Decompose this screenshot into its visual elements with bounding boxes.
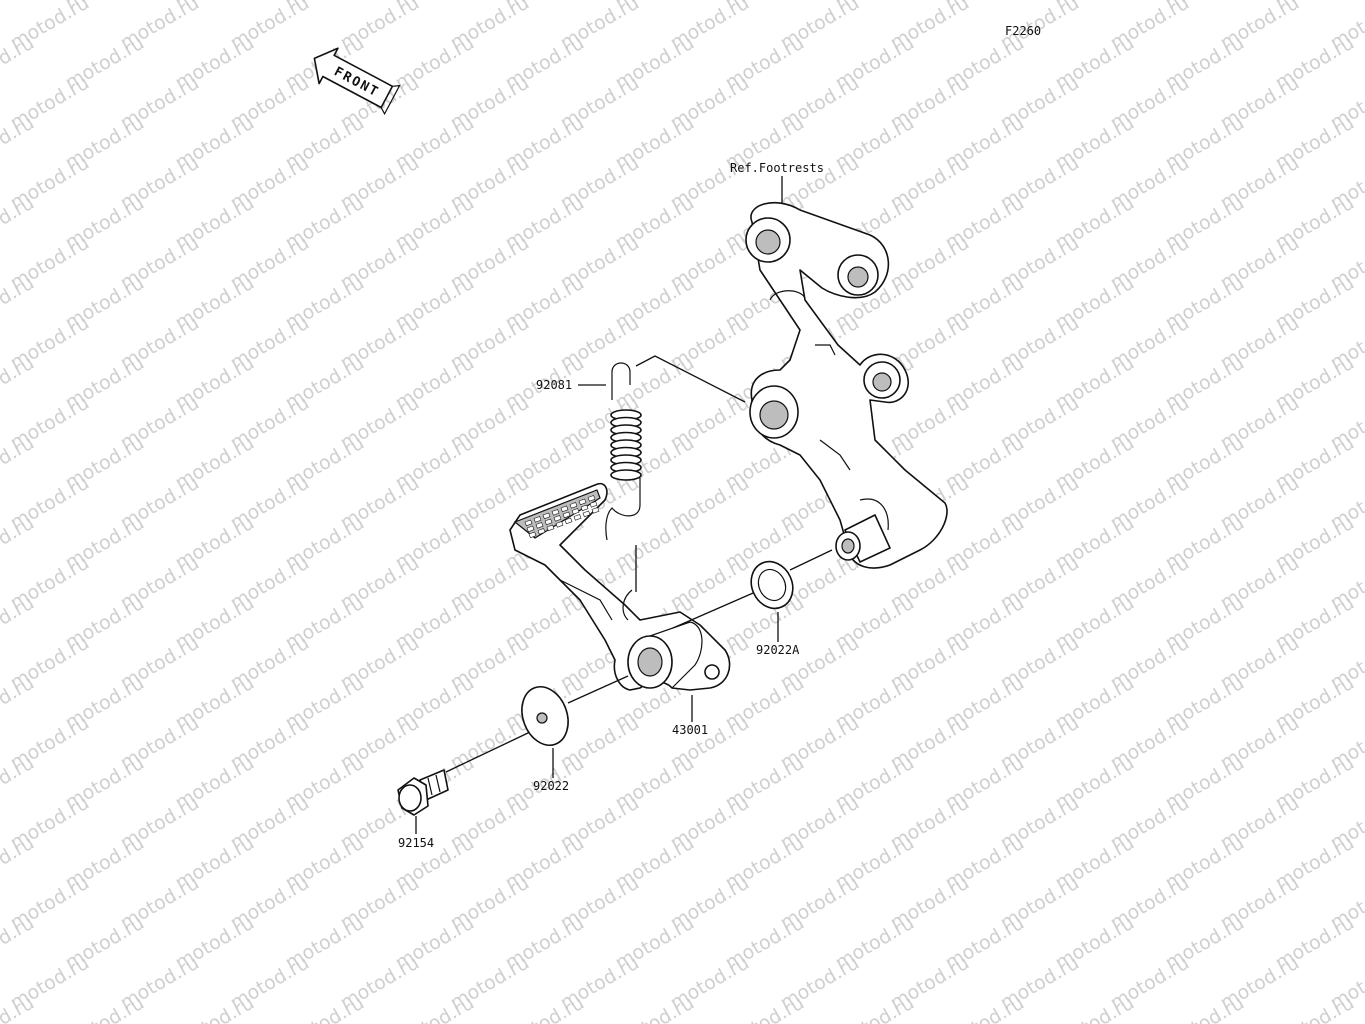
watermark-text: motod.ru (0, 272, 38, 335)
watermark-text: motod.ru (172, 992, 258, 1024)
watermark-text: motod.ru (392, 992, 478, 1024)
watermark-text: motod.ru (282, 992, 368, 1024)
watermark-text: motod.ru (0, 592, 38, 655)
brake-pedal-43001 (509, 482, 731, 691)
front-arrow-icon: FRONT (313, 47, 401, 116)
part-label-92022: 92022 (533, 779, 569, 793)
watermark-text: motod.ru (0, 432, 38, 495)
watermark-text: motod.ru (832, 992, 918, 1024)
watermark-text: motod.ru (612, 992, 698, 1024)
watermark-text: motod.ru (0, 0, 38, 14)
watermark-text: motod.ru (0, 32, 38, 95)
bolt-92154 (397, 769, 449, 816)
washer-92022A (750, 560, 794, 610)
ref-footrests-label: Ref.Footrests (730, 161, 824, 175)
watermark-text: motod.ru (0, 352, 38, 415)
watermark-text: motod.ru (1052, 992, 1138, 1024)
part-label-43001: 43001 (672, 723, 708, 737)
watermark-text: motod.ru (0, 112, 38, 175)
watermark-text: motod.ru (0, 752, 38, 815)
washer-92022 (521, 686, 569, 746)
watermark-text: motod.ru (0, 192, 38, 255)
watermark-text: motod.ru (0, 912, 38, 975)
part-label-92022A: 92022A (756, 643, 800, 657)
watermark-text: motod.ru (942, 992, 1028, 1024)
part-label-92081: 92081 (536, 378, 572, 392)
figure-code: F2260 (1005, 24, 1041, 38)
watermark-text: motod.ru (0, 832, 38, 895)
watermark-text: motod.ru (0, 672, 38, 735)
footrest-bracket (745, 201, 948, 569)
watermark-text: motod.ru (62, 992, 148, 1024)
watermark-text: motod.ru (722, 992, 808, 1024)
return-spring-92081 (605, 362, 642, 541)
watermark-text: motod.ru (1272, 992, 1358, 1024)
watermark-text: motod.ru (502, 992, 588, 1024)
watermark-text: motod.ru (0, 512, 38, 575)
part-label-92154: 92154 (398, 836, 434, 850)
watermark-text: motod.ru (1162, 992, 1248, 1024)
